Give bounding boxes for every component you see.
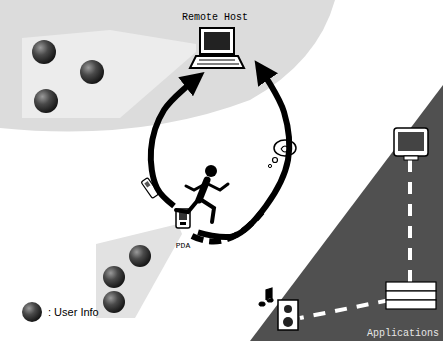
application-devices	[283, 317, 293, 327]
laptop-icon	[190, 28, 244, 68]
application-devices	[259, 128, 436, 330]
speech-bubble	[274, 140, 296, 156]
device-node: PDA	[168, 206, 198, 250]
pda-beam	[96, 224, 182, 318]
running-person	[186, 184, 205, 190]
legend-swatch	[20, 301, 44, 323]
application-devices	[284, 305, 292, 313]
application-devices	[394, 128, 428, 156]
running-person	[205, 165, 217, 177]
flow-arrow	[151, 78, 197, 206]
application-devices	[300, 300, 390, 318]
laptop-icon	[190, 56, 244, 68]
running-person	[176, 165, 228, 222]
legend-label: : User Info	[48, 306, 99, 318]
pda-icon	[179, 212, 187, 220]
legend: : User Info	[20, 301, 99, 323]
pda-user-info-spheres	[129, 245, 151, 267]
running-person	[206, 183, 228, 190]
speech-bubble	[273, 158, 278, 163]
application-devices	[404, 156, 418, 160]
device-node: Remote Host	[170, 12, 260, 78]
pda-icon	[176, 209, 190, 228]
application-devices	[408, 160, 412, 285]
remote-region	[0, 0, 335, 132]
application-devices	[386, 291, 436, 300]
application-region: Applications	[250, 85, 443, 341]
application-devices	[386, 282, 436, 291]
mobile-phone-icon	[141, 178, 159, 199]
pda-icon	[176, 209, 190, 228]
mobile-phone-icon	[141, 178, 159, 199]
running-person	[200, 199, 214, 222]
running-person	[199, 180, 207, 200]
region-shape	[250, 85, 443, 341]
node-label: Remote Host	[170, 13, 260, 23]
user-info-spheres	[32, 40, 56, 64]
pda-user-info-spheres	[103, 245, 151, 313]
laptop-icon	[197, 60, 239, 64]
pda-icon	[180, 222, 186, 225]
speech-bubble	[268, 164, 271, 167]
application-devices	[278, 300, 298, 330]
node-label: Applications	[367, 329, 439, 339]
laptop-icon	[204, 32, 230, 50]
pda-user-info-spheres	[103, 291, 125, 313]
mobile-phone-icon	[144, 181, 150, 187]
info-beam	[22, 30, 196, 118]
speech-bubble	[281, 146, 289, 152]
running-person	[176, 200, 198, 212]
laptop-icon	[200, 28, 234, 54]
legend-sphere	[22, 302, 42, 322]
application-devices	[386, 300, 436, 309]
region-outline	[250, 85, 443, 341]
user-info-spheres	[34, 89, 58, 113]
flow-arrow	[198, 68, 289, 237]
pda-user-info-spheres	[103, 266, 125, 288]
user-info-spheres	[32, 40, 104, 113]
user-info-spheres	[80, 60, 104, 84]
speech-bubble	[268, 140, 296, 168]
legend-item: : User Info	[20, 301, 99, 323]
application-devices	[259, 288, 273, 306]
dashed-loop	[192, 212, 262, 241]
application-devices	[398, 132, 424, 151]
node-label: PDA	[162, 242, 204, 250]
